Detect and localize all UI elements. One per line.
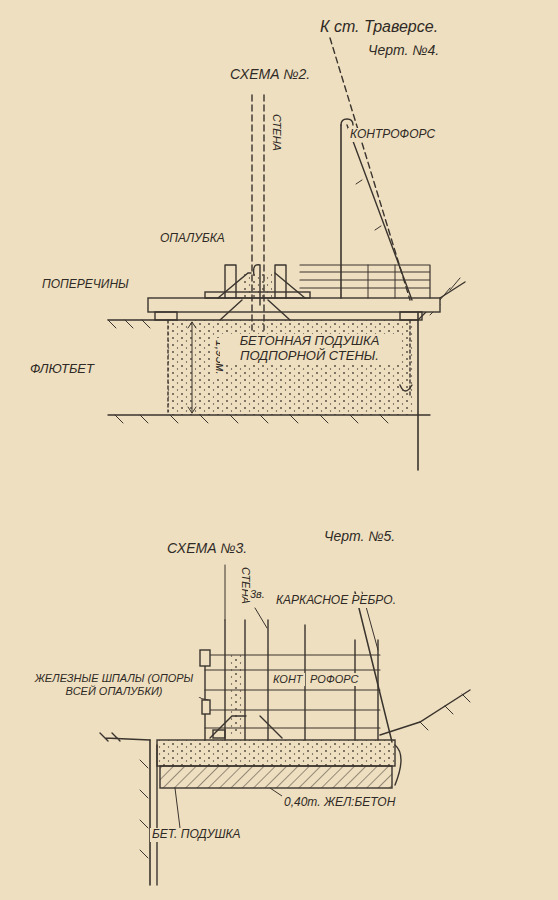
formwork-label: ОПАЛУБКА: [158, 232, 227, 246]
crossbeam: [148, 298, 440, 312]
buttress-post: [340, 125, 342, 298]
base-line: [108, 414, 430, 415]
dimension: 3в.: [248, 588, 267, 601]
concrete-label: 0,40т. ЖЕЛ:БЕТОН: [282, 796, 397, 810]
sleeper-label: ЖЕЛЕЗНЫЕ ШПАЛЫ (ОПОРЫ ВСЕЙ ОПАЛУБКИ): [24, 672, 204, 697]
buttress-label: КОНТРОФОРС: [348, 128, 437, 142]
drawing-number: Черт. №5.: [322, 528, 397, 544]
buttress-label: КОНТ: [271, 673, 305, 686]
pillow-label: БЕТОННАЯ ПОДУШКА ПОДПОРНОЙ СТЕНЫ.: [220, 334, 399, 364]
wall-label: СТЕНА: [270, 112, 283, 153]
sheet-header: К ст. Траверсе.: [318, 18, 440, 36]
rib-label: КАРКАСНОЕ РЕБРО.: [274, 594, 398, 608]
sheet-pile: [417, 305, 419, 470]
scheme-title: СХЕМА №3.: [165, 540, 249, 556]
pit-wall: [149, 740, 151, 885]
pillow-label: БЕТ. ПОДУШКА: [150, 828, 243, 842]
buttress-label: РОФОРС: [308, 673, 360, 686]
drawing-number: Черт. №4.: [366, 42, 441, 58]
scheme-title: СХЕМА №2.: [228, 66, 312, 82]
concrete-pillow: [165, 320, 415, 415]
apron-label: ФЛЮТБЕТ: [28, 362, 96, 377]
concrete-slab: [157, 740, 395, 766]
reinforced-concrete: [160, 766, 392, 788]
crossbeam-label: ПОПЕРЕЧИНЫ: [40, 278, 131, 292]
